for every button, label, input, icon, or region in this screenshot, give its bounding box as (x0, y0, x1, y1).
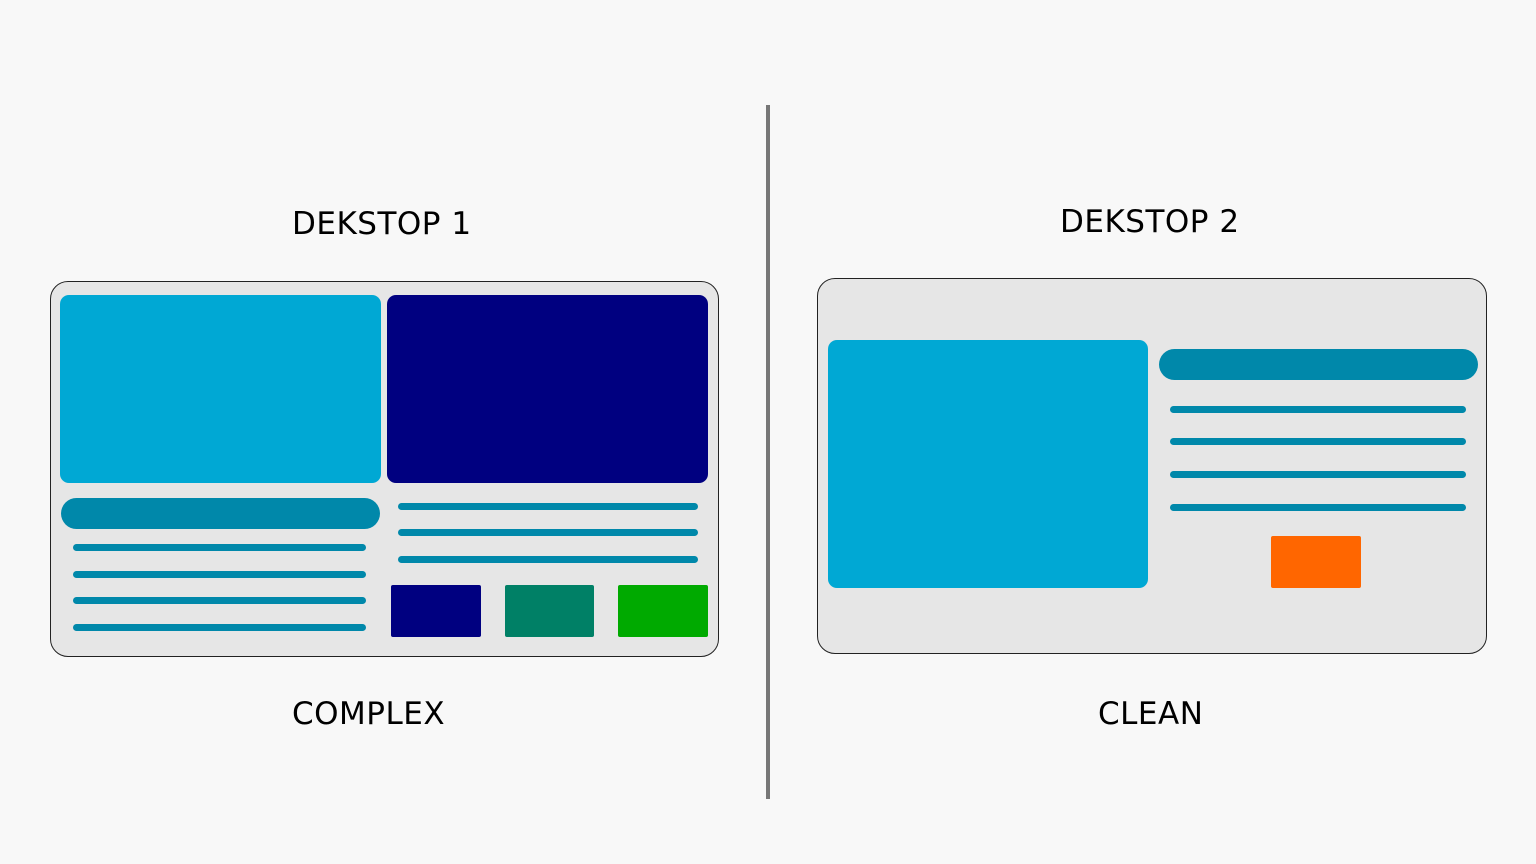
text-line (73, 571, 366, 578)
text-line (398, 503, 698, 510)
hero-block-navy (387, 295, 708, 483)
button-dark-teal (505, 585, 594, 637)
desktop-2-frame (817, 278, 1487, 654)
text-line (1170, 471, 1466, 478)
text-line (73, 597, 366, 604)
button-green (618, 585, 708, 637)
desktop-1-title: DEKSTOP 1 (292, 206, 472, 242)
text-line (398, 529, 698, 536)
heading-bar (61, 498, 380, 529)
text-line (1170, 406, 1466, 413)
desktop-1-frame (50, 281, 719, 657)
hero-block-light-blue (828, 340, 1148, 588)
clean-caption: CLEAN (1098, 696, 1204, 732)
hero-block-light-blue (60, 295, 381, 483)
text-line (1170, 438, 1466, 445)
text-line (398, 556, 698, 563)
text-line (73, 544, 366, 551)
complex-caption: COMPLEX (292, 696, 446, 732)
text-line (73, 624, 366, 631)
button-navy (391, 585, 481, 637)
button-orange (1271, 536, 1361, 588)
text-line (1170, 504, 1466, 511)
heading-bar (1159, 349, 1478, 380)
divider-line (766, 105, 770, 799)
desktop-2-title: DEKSTOP 2 (1060, 204, 1240, 240)
